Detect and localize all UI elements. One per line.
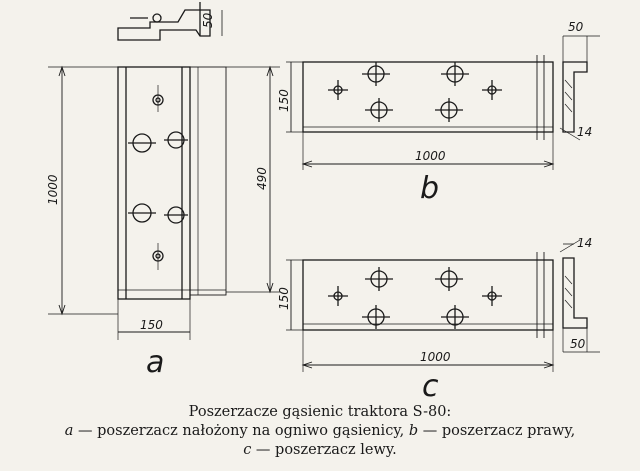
view-b-plate: [302, 61, 554, 133]
caption-letter-c: c: [243, 442, 252, 458]
view-a-dim-partial: 490: [255, 167, 269, 190]
view-b-dim-height: 150: [277, 89, 291, 112]
caption-title: Poszerzacze gąsienic traktora S-80:: [188, 404, 452, 420]
view-b-drawing: 50 14 150 1000 b: [277, 20, 600, 206]
caption-text-c: — poszerzacz lewy.: [251, 442, 397, 458]
view-a-holes: [128, 85, 188, 270]
view-c-dim-profile-width: 50: [570, 337, 586, 351]
caption-letter-a: a: [64, 423, 74, 439]
view-b-holes: [328, 62, 502, 122]
view-a-dim-width: 150: [140, 318, 163, 332]
technical-drawing: 50 1000 490: [46, 2, 600, 400]
view-b-letter: b: [420, 171, 439, 206]
view-b-end-profile: 50 14: [559, 20, 600, 141]
view-b-dim-profile-width: 50: [568, 20, 584, 34]
caption-line-2: a — poszerzacz nałożony na ogniwo gąsien…: [0, 423, 640, 440]
view-a-top-profile: 50: [117, 2, 223, 41]
view-a-letter: a: [146, 345, 164, 380]
view-a-drawing: 50 1000 490: [46, 2, 280, 380]
view-c-dim-thickness: 14: [577, 236, 592, 250]
caption-text-a: — poszerzacz nałożony na ogniwo gąsienic…: [73, 423, 409, 439]
view-c-drawing: 14 50 150 1000 c: [277, 236, 600, 400]
caption-text-b: — poszerzacz prawy,: [418, 423, 576, 439]
view-c-dim-height: 150: [277, 287, 291, 310]
view-b-dim-thickness: 14: [577, 125, 592, 139]
view-c-holes: [328, 267, 502, 329]
caption-letter-b: b: [408, 423, 419, 439]
view-a-dim-height-top: 50: [201, 12, 215, 28]
view-c-dim-length: 1000: [420, 350, 451, 364]
view-c-letter: c: [422, 369, 439, 400]
view-a-dim-length: 1000: [46, 174, 60, 205]
view-c-plate: [302, 259, 554, 331]
view-c-end-profile: 14 50: [559, 236, 600, 353]
view-b-dim-length: 1000: [415, 149, 446, 163]
caption-line-3: c — poszerzacz lewy.: [0, 442, 640, 459]
